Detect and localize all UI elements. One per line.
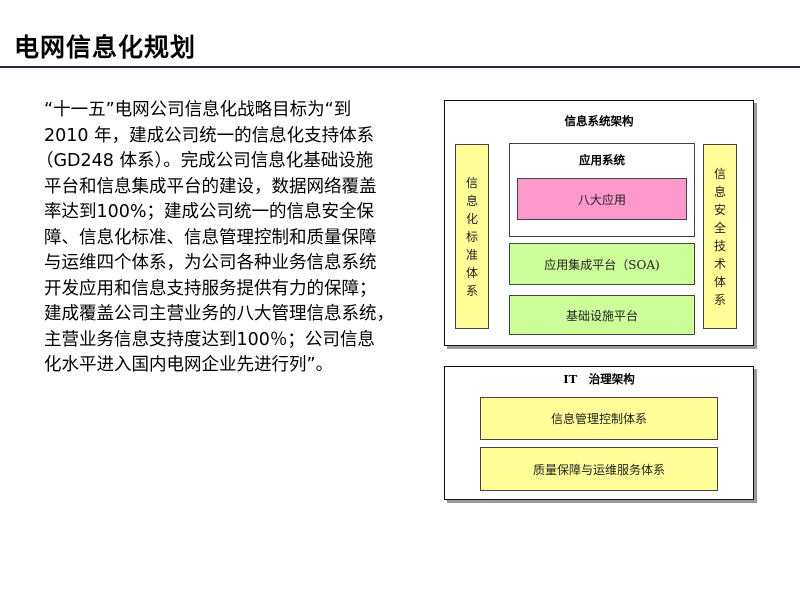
paragraph-line: 率达到100%；建成公司统一的信息安全保 [44,202,375,222]
security-char: 息 [713,184,726,199]
governance-frame: IT 治理架构 信息管理控制体系 质量保障与运维服务体系 [444,366,754,500]
security-char: 信 [713,166,726,181]
page-title: 电网信息化规划 [14,33,197,62]
security-system-box: 信 息 安 全 技 术 体 系 [703,144,737,329]
info-management-control-label: 信息管理控制体系 [550,412,647,426]
security-char: 全 [713,220,726,235]
info-management-control-box: 信息管理控制体系 [480,397,718,440]
security-char: 技 [713,238,726,253]
eight-applications-label: 八大应用 [577,192,626,207]
standards-char: 信 [465,175,478,190]
title-divider [0,66,800,68]
paragraph-line: 主营业务信息支持度达到100％；公司信息 [44,329,375,350]
standards-char: 系 [465,283,478,298]
standards-char: 化 [465,211,478,226]
standards-char: 标 [465,229,478,244]
standards-char: 息 [465,193,478,208]
governance-title: IT 治理架构 [563,372,635,386]
infrastructure-platform-box: 基础设施平台 [509,295,695,335]
paragraph-line: 2010 年，建成公司统一的信息化支持体系 [44,125,375,146]
paragraph-line: 平台和信息集成平台的建设，数据网络覆盖 [44,176,377,197]
standards-char: 准 [465,247,478,262]
security-char: 安 [713,202,726,217]
integration-platform-box: 应用集成平台（SOA) [509,243,695,285]
paragraph-line: 化水平进入国内电网企业先进行列”。 [44,355,334,375]
architecture-title: 信息系统架构 [564,114,634,128]
quality-ops-service-box: 质量保障与运维服务体系 [480,447,718,491]
standards-char: 体 [465,265,478,280]
paragraph-line: 开发应用和信息支持服务提供有力的保障； [44,278,377,299]
infrastructure-platform-label: 基础设施平台 [565,308,638,323]
paragraph-line: （GD248 体系）。完成公司信息化基础设施 [36,151,374,171]
standards-system-box: 信 息 化 标 准 体 系 [455,144,489,329]
application-system-title: 应用系统 [579,153,625,167]
security-char: 系 [713,292,726,307]
quality-ops-service-label: 质量保障与运维服务体系 [532,462,665,477]
paragraph-line: 障、信息化标准、信息管理控制和质量保障 [44,227,377,248]
paragraph-line: 与运维四个体系，为公司各种业务信息系统 [44,253,377,273]
security-char: 体 [713,274,726,289]
strategy-paragraph: “十一五”电网公司信息化战略目标为“到 2010 年，建成公司统一的信息化支持体… [36,98,404,379]
paragraph-line: 建成覆盖公司主营业务的八大管理信息系统， [44,304,394,324]
integration-platform-label: 应用集成平台（SOA) [544,257,660,272]
eight-applications-box: 八大应用 [517,178,687,220]
architecture-frame: 信息系统架构 信 息 化 标 准 体 系 信 息 安 全 技 术 体 系 应用系… [444,100,754,346]
application-system-box: 应用系统 八大应用 [509,143,695,237]
paragraph-line: “十一五”电网公司信息化战略目标为“到 [44,100,352,120]
security-char: 术 [713,256,726,271]
